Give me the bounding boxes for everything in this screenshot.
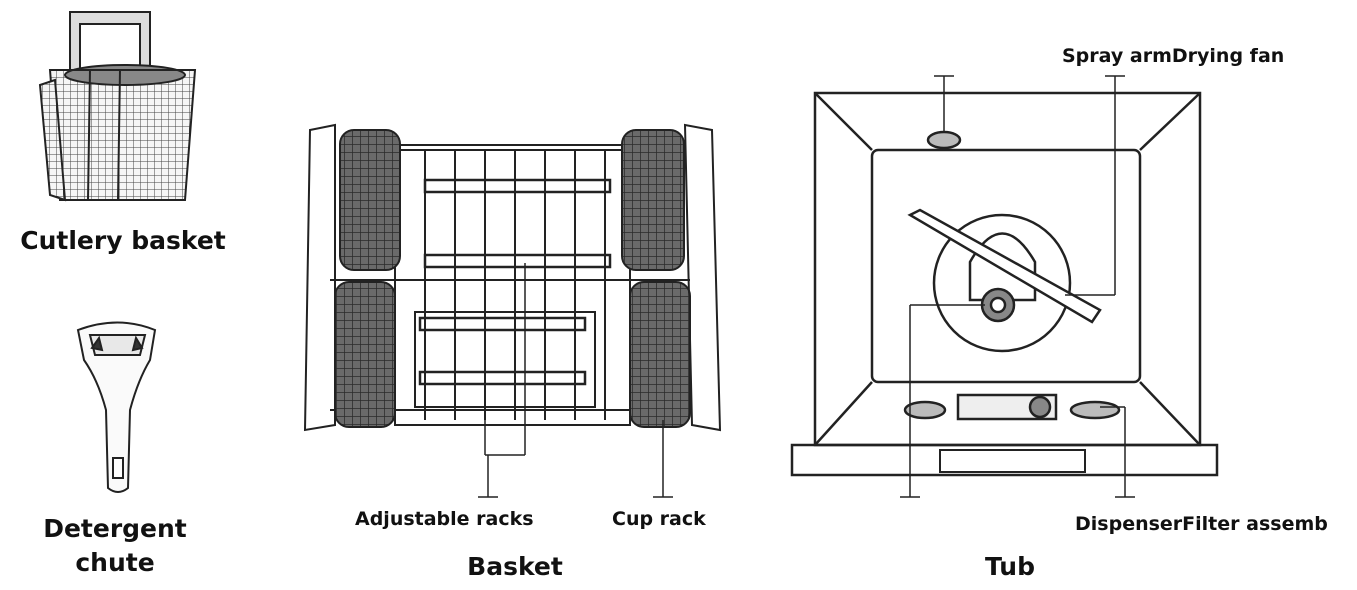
detergent-chute-title-line2: chute [20,546,210,580]
dispenser-label: Dispenser [1075,513,1182,535]
spray-drying-labels: Spray armDrying fan [1062,45,1284,67]
tub-title: Tub [950,552,1070,581]
cutlery-basket-title: Cutlery basket [8,226,238,255]
detergent-chute-illustration [78,323,155,493]
spray-arm-label: Spray arm [1062,45,1172,67]
basket-illustration [305,125,720,497]
tub-illustration [792,76,1217,497]
dispenser-filter-labels: DispenserFilter assemb [1075,513,1328,535]
filter-assembly-label: Filter assemb [1182,513,1328,535]
detergent-chute-title: Detergent chute [20,512,210,580]
cutlery-basket-illustration [40,12,195,200]
drying-fan-label: Drying fan [1172,45,1284,67]
cup-rack-label: Cup rack [612,508,706,530]
basket-title: Basket [440,552,590,581]
detergent-chute-title-line1: Detergent [20,512,210,546]
adjustable-racks-label: Adjustable racks [355,508,534,530]
